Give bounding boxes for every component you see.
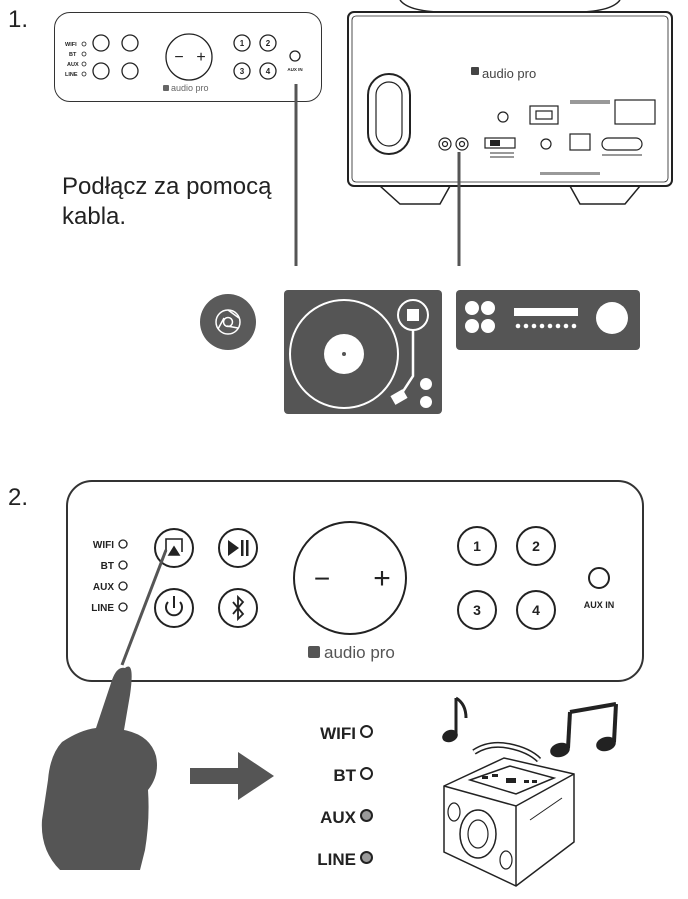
back-brand: audio pro bbox=[482, 66, 536, 81]
aux-in-jack bbox=[588, 567, 610, 589]
front-panel-small: WIFI BT AUX LINE 1 2 3 4 − + AUX IN audi… bbox=[54, 12, 322, 102]
play-pause-button bbox=[218, 528, 258, 568]
arrow-right-icon bbox=[190, 752, 274, 800]
chromecast-icon bbox=[200, 294, 256, 350]
step-1-number: 1. bbox=[8, 6, 29, 33]
indicator-line: LINE bbox=[296, 848, 376, 874]
hand-icon bbox=[41, 666, 157, 870]
small-preset-1: 1 bbox=[240, 39, 245, 48]
play-pause-icon bbox=[228, 540, 249, 556]
press-line bbox=[120, 549, 168, 666]
music-notes bbox=[442, 696, 618, 758]
small-brand: audio pro bbox=[171, 83, 209, 93]
hifi-receiver-icon bbox=[456, 290, 640, 350]
preset-3-label: 3 bbox=[473, 602, 481, 618]
indicator-bt-led bbox=[360, 767, 373, 780]
led-line bbox=[118, 602, 128, 612]
indicator-aux-led bbox=[360, 809, 373, 822]
airplay-icon bbox=[165, 538, 183, 556]
led-bt bbox=[118, 560, 128, 570]
brand-logo-icon bbox=[308, 646, 320, 658]
small-led-label-wifi: WIFI bbox=[65, 42, 77, 48]
small-preset-2: 2 bbox=[266, 39, 271, 48]
speaker-icon bbox=[443, 741, 575, 887]
small-preset-4: 4 bbox=[266, 67, 271, 76]
preset-4-label: 4 bbox=[532, 602, 540, 618]
indicator-line-led bbox=[360, 851, 373, 864]
volume-plus: + bbox=[373, 562, 391, 595]
panel-brand: audio pro bbox=[324, 643, 395, 662]
preset-1-label: 1 bbox=[473, 538, 481, 554]
hand-illustration bbox=[41, 549, 168, 870]
power-button bbox=[154, 588, 194, 628]
volume-minus: − bbox=[314, 563, 330, 594]
small-led-label-bt: BT bbox=[69, 52, 77, 58]
volume-dial bbox=[293, 521, 407, 635]
speaker-back-panel: audio pro bbox=[340, 0, 680, 210]
indicator-wifi: WIFI bbox=[296, 722, 376, 748]
led-wifi bbox=[118, 539, 128, 549]
power-icon bbox=[165, 596, 183, 617]
step-2-number: 2. bbox=[8, 484, 29, 511]
preset-3-button bbox=[457, 590, 497, 630]
cables bbox=[294, 84, 461, 266]
small-aux-in-label: AUX IN bbox=[287, 67, 302, 72]
front-panel-large: WIFI BT AUX LINE bbox=[66, 480, 644, 682]
preset-2-label: 2 bbox=[532, 538, 540, 554]
small-preset-3: 3 bbox=[240, 67, 245, 76]
indicator-aux-label: AUX bbox=[320, 808, 356, 827]
step-1-caption: Podłącz za pomocą kabla. bbox=[62, 173, 272, 230]
aux-in-label: AUX IN bbox=[584, 600, 615, 610]
preset-4-button bbox=[516, 590, 556, 630]
indicator-wifi-led bbox=[360, 725, 373, 738]
source-devices bbox=[200, 290, 640, 414]
small-volume-minus: − bbox=[174, 49, 183, 66]
small-led-label-line: LINE bbox=[65, 72, 78, 78]
indicator-wifi-label: WIFI bbox=[320, 724, 356, 743]
led-aux bbox=[118, 581, 128, 591]
small-volume-plus: + bbox=[196, 49, 205, 66]
small-led-label-aux: AUX bbox=[67, 62, 79, 68]
indicator-bt: BT bbox=[296, 764, 376, 790]
bluetooth-icon bbox=[232, 594, 245, 622]
led-label-wifi: WIFI bbox=[93, 540, 114, 551]
turntable-icon bbox=[284, 290, 442, 414]
music-note-icon bbox=[454, 696, 468, 734]
bluetooth-button bbox=[218, 588, 258, 628]
indicator-aux: AUX bbox=[296, 806, 376, 832]
led-label-aux: AUX bbox=[93, 582, 114, 593]
preset-1-button bbox=[457, 526, 497, 566]
music-note-icon-2 bbox=[566, 702, 618, 749]
led-label-bt: BT bbox=[101, 561, 114, 572]
indicator-bt-label: BT bbox=[333, 766, 356, 785]
preset-2-button bbox=[516, 526, 556, 566]
indicator-line-label: LINE bbox=[317, 850, 356, 869]
led-label-line: LINE bbox=[91, 603, 114, 614]
airplay-button bbox=[154, 528, 194, 568]
